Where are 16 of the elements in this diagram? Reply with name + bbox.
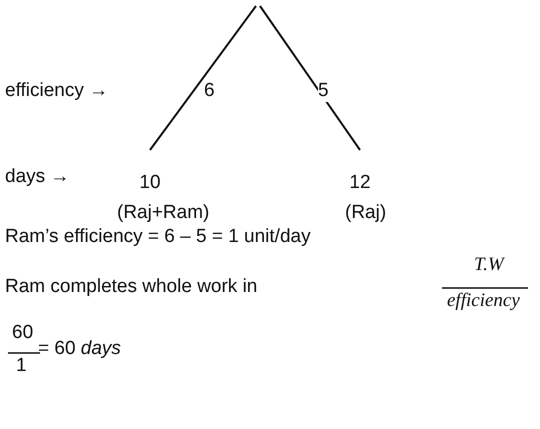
value-text: 10	[130, 150, 170, 194]
math-text: Ram’s efficiency = 6 – 5 = 1 unit/day	[5, 226, 311, 248]
caption-text: (Raj+Ram)	[117, 202, 210, 224]
edge-label: 5	[318, 80, 329, 102]
value-text: 12	[340, 150, 380, 194]
tree-branch-line	[259, 5, 361, 151]
math-text: = 60 days	[38, 338, 121, 360]
math-text: 1	[16, 355, 27, 377]
tree-branch-line	[149, 5, 257, 151]
math-text: Ram completes whole work in	[5, 276, 258, 298]
math-text: efficiency	[447, 290, 520, 312]
caption-text: (Raj)	[345, 202, 386, 224]
math-text: days →	[5, 166, 70, 188]
math-text: 60	[12, 322, 34, 344]
math-text: T.W	[474, 254, 504, 276]
math-text: efficiency →	[5, 80, 108, 102]
